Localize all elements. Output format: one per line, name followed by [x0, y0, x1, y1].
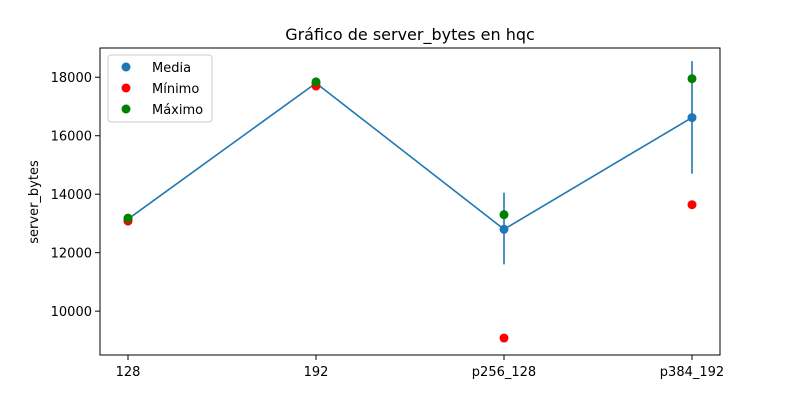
legend-label: Media: [152, 61, 191, 76]
axis-ticks: 128 192 p256_128 p384_192 10000 12000 14000 160…: [51, 71, 725, 380]
x-tick-label: p384_192: [660, 365, 724, 380]
x-tick-label: 128: [116, 365, 141, 380]
legend-label: Mínimo: [152, 82, 199, 97]
point-máximo: [123, 213, 133, 223]
legend-marker: [121, 83, 131, 93]
x-tick-label: p256_128: [472, 365, 536, 380]
point-mínimo: [687, 200, 697, 210]
legend-box: [107, 54, 213, 123]
legend-label: Máximo: [152, 103, 203, 118]
legend-marker: [121, 104, 131, 114]
y-tick-label: 18000: [51, 71, 92, 86]
y-tick-label: 12000: [51, 247, 92, 262]
series-line-media: [127, 82, 693, 231]
point-máximo: [687, 74, 697, 84]
point-media: [687, 113, 697, 123]
chart-marks: [123, 61, 697, 343]
point-máximo: [311, 77, 321, 87]
y-axis-label: server_bytes: [27, 160, 42, 244]
y-tick-label: 10000: [51, 305, 92, 320]
y-tick-label: 16000: [51, 130, 92, 145]
y-tick-label: 14000: [51, 188, 92, 203]
point-media: [499, 224, 509, 234]
point-máximo: [499, 210, 509, 220]
x-tick-label: 192: [304, 365, 329, 380]
point-mínimo: [499, 333, 509, 343]
legend-marker: [121, 62, 131, 72]
plot-frame: [99, 47, 721, 356]
chart-title: Gráfico de server_bytes en hqc: [285, 25, 535, 45]
